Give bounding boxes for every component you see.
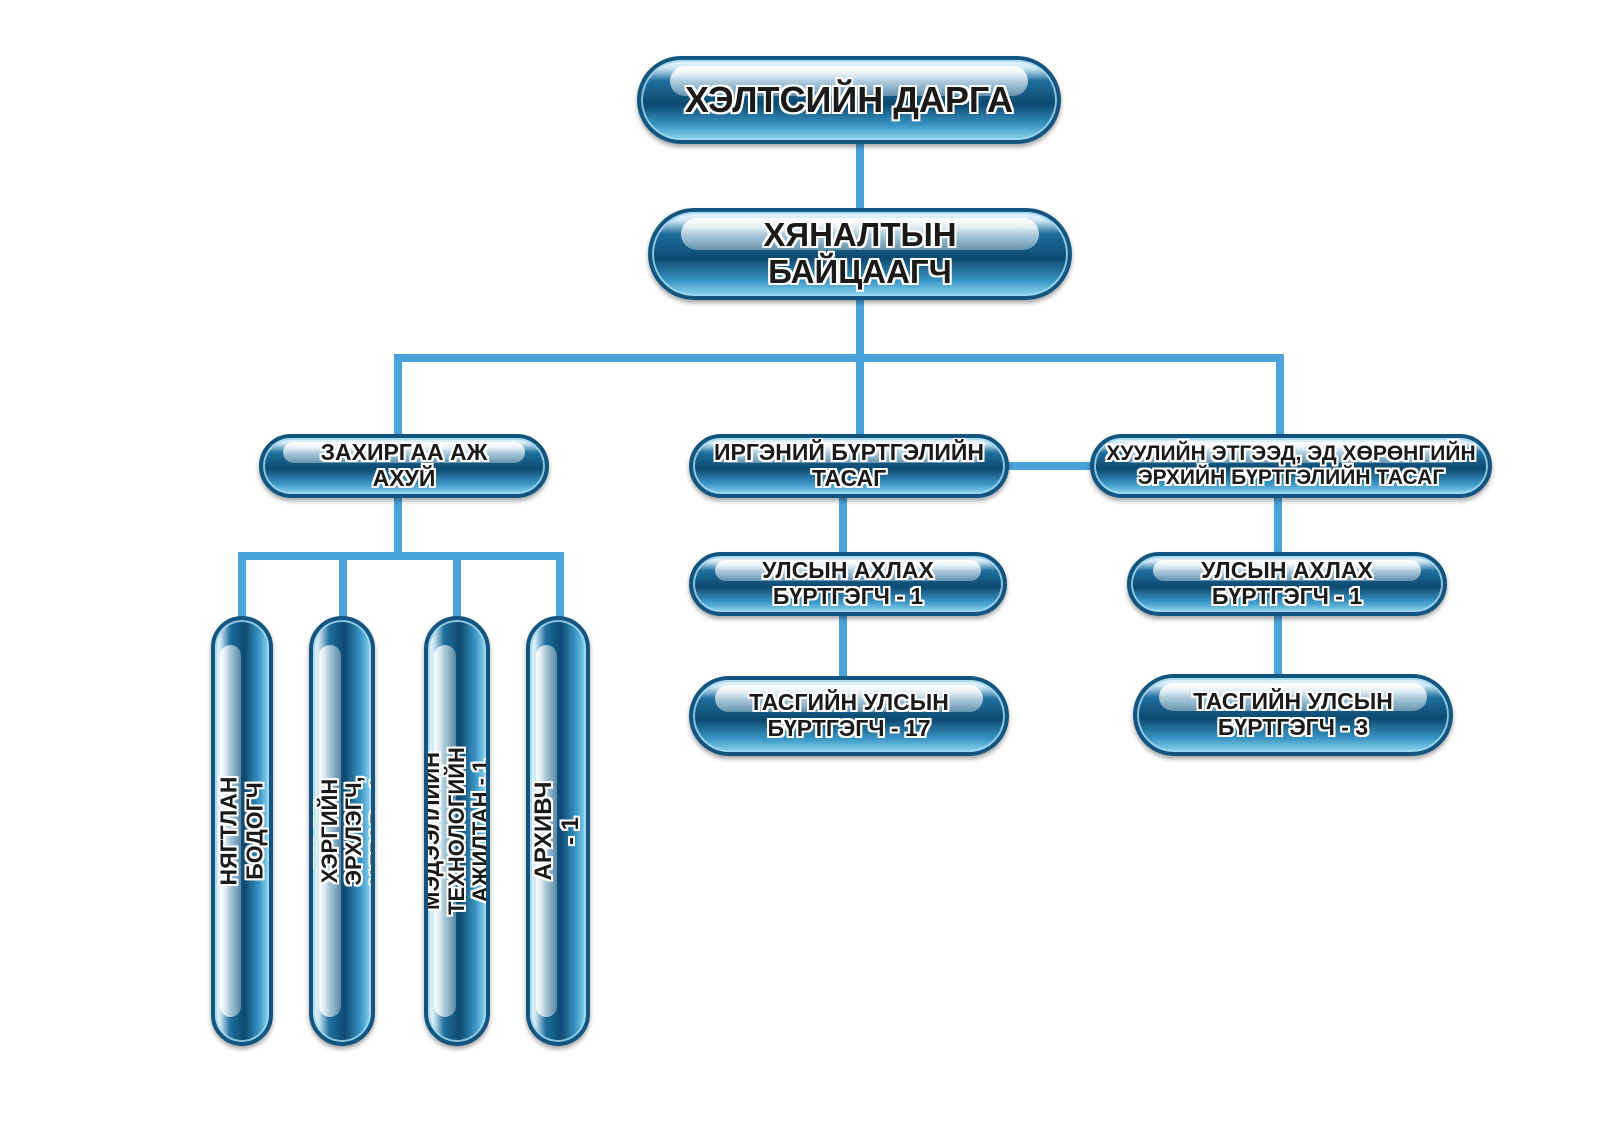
node-archivist: АРХИВЧ - 1 xyxy=(526,616,590,1046)
node-civil-registration-label: ИРГЭНИЙ БҮРТГЭЛИЙН ТАСАГ xyxy=(713,439,985,491)
node-accountant-label: АХЛАХ НЯГТЛАН БОДОГЧ - 1 xyxy=(211,776,269,886)
node-civil-senior-label: УЛСЫН АХЛАХ БҮРТГЭГЧ - 1 xyxy=(762,557,934,609)
node-head-label: ХЭЛТСИЙН ДАРГА xyxy=(684,78,1014,120)
node-legal-property-label: ХУУЛИЙН ЭТГЭЭД, ЭД ХӨРӨНГИЙН ЭРХИЙН БҮРТ… xyxy=(1106,442,1476,489)
node-it-officer: МЭДЭЭЛЛИЙН ТЕХНОЛОГИЙН АЖИЛТАН - 1 xyxy=(424,616,490,1046)
node-legal-property: ХУУЛИЙН ЭТГЭЭД, ЭД ХӨРӨНГИЙН ЭРХИЙН БҮРТ… xyxy=(1090,434,1492,498)
node-legal-senior-label: УЛСЫН АХЛАХ БҮРТГЭГЧ - 1 xyxy=(1201,557,1373,609)
node-head: ХЭЛТСИЙН ДАРГА xyxy=(637,56,1061,144)
node-clerk-label: БИЧИГ ХЭРГИЙН ЭРХЛЭГЧ, НЯРАВ - 1 xyxy=(309,776,375,886)
node-legal-senior: УЛСЫН АХЛАХ БҮРТГЭГЧ - 1 xyxy=(1127,552,1447,616)
node-civil-senior: УЛСЫН АХЛАХ БҮРТГЭГЧ - 1 xyxy=(689,552,1007,616)
node-civil-registrars: ТАСГИЙН УЛСЫН БҮРТГЭГЧ - 17 xyxy=(689,676,1009,756)
node-inspector-label: ХЯНАЛТЫН БАЙЦААГЧ xyxy=(763,216,957,290)
node-civil-registrars-label: ТАСГИЙН УЛСЫН БҮРТГЭГЧ - 17 xyxy=(749,689,949,741)
node-legal-registrars-label: ТАСГИЙН УЛСЫН БҮРТГЭГЧ - 3 xyxy=(1193,688,1393,740)
node-it-officer-label: МЭДЭЭЛЛИЙН ТЕХНОЛОГИЙН АЖИЛТАН - 1 xyxy=(424,747,490,915)
node-legal-registrars: ТАСГИЙН УЛСЫН БҮРТГЭГЧ - 3 xyxy=(1133,674,1453,756)
node-admin-label: ЗАХИРГАА АЖ АХУЙ xyxy=(320,439,488,491)
node-inspector: ХЯНАЛТЫН БАЙЦААГЧ xyxy=(648,208,1072,300)
node-clerk: БИЧИГ ХЭРГИЙН ЭРХЛЭГЧ, НЯРАВ - 1 xyxy=(309,616,375,1046)
node-civil-registration: ИРГЭНИЙ БҮРТГЭЛИЙН ТАСАГ xyxy=(689,434,1009,498)
node-accountant: АХЛАХ НЯГТЛАН БОДОГЧ - 1 xyxy=(211,616,273,1046)
node-archivist-label: АРХИВЧ - 1 xyxy=(530,781,584,881)
node-admin: ЗАХИРГАА АЖ АХУЙ xyxy=(259,434,549,498)
